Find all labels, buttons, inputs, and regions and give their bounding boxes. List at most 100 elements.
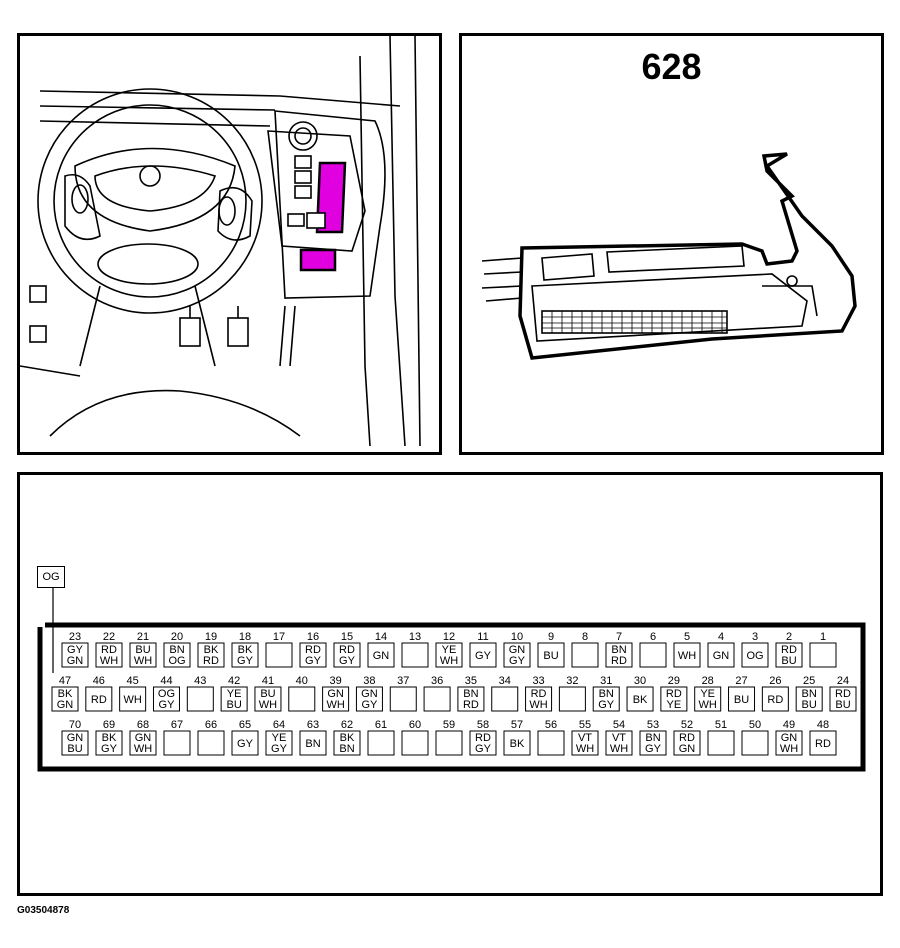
wire-color: WH: [610, 743, 628, 755]
pin-cell: [254, 686, 282, 712]
wire-color: RD: [203, 655, 219, 667]
wire-color: GN: [57, 699, 74, 711]
wire-color: RD: [531, 688, 547, 700]
pin-number: 18: [239, 631, 251, 643]
wire-color: BK: [102, 732, 117, 744]
wire-color: GN: [67, 655, 84, 667]
wire-color: RD: [463, 699, 479, 711]
pin-cell: [592, 686, 620, 712]
pin-cell: [61, 730, 89, 756]
wire-color: RD: [767, 694, 783, 706]
pin-number: 48: [817, 719, 829, 731]
pin-cell: [95, 730, 123, 756]
wire-color: OG: [746, 650, 763, 662]
wire-color: BU: [835, 699, 850, 711]
wire-color: GY: [237, 738, 254, 750]
wire-color: BK: [510, 738, 525, 750]
wire-color: BU: [781, 655, 796, 667]
pin-cell: [265, 642, 293, 668]
wire-color: RD: [679, 732, 695, 744]
pin-number: 27: [735, 675, 747, 687]
pin-8: 8: [571, 631, 599, 668]
pin-cell: [571, 730, 599, 756]
pin-cell: [741, 642, 769, 668]
pin-number: 19: [205, 631, 217, 643]
pin-number: 61: [375, 719, 387, 731]
pin-number: 55: [579, 719, 591, 731]
wire-color: GY: [509, 655, 526, 667]
pin-13: 13: [401, 631, 429, 668]
pin-cell: [775, 642, 803, 668]
pin-cell: [829, 686, 857, 712]
pin-51: 51: [707, 719, 735, 756]
pin-number: 53: [647, 719, 659, 731]
wire-color: GY: [339, 655, 356, 667]
location-view: [17, 33, 442, 455]
wire-color: WH: [259, 699, 277, 711]
wire-color: GY: [645, 743, 662, 755]
pin-number: 44: [160, 675, 172, 687]
pin-cell: [775, 730, 803, 756]
pin-number: 22: [103, 631, 115, 643]
pin-cell: [503, 730, 531, 756]
pin-number: 70: [69, 719, 81, 731]
pin-cell: [626, 686, 654, 712]
pin-cell: [129, 642, 157, 668]
pin-cell: [761, 686, 789, 712]
pin-number: 32: [566, 675, 578, 687]
pin-number: 43: [194, 675, 206, 687]
wire-color: GN: [327, 688, 344, 700]
pin-number: 28: [702, 675, 714, 687]
pin-cell: [333, 730, 361, 756]
pin-number: 20: [171, 631, 183, 643]
connector-id: 628: [641, 46, 702, 87]
pin-number: 56: [545, 719, 557, 731]
wire-color: GY: [361, 699, 378, 711]
pin-number: 8: [582, 631, 588, 643]
pin-number: 1: [820, 631, 826, 643]
wire-color: BK: [238, 644, 253, 656]
wire-color: RD: [815, 738, 831, 750]
pin-number: 47: [59, 675, 71, 687]
wire-color: RD: [835, 688, 851, 700]
wire-color: BN: [599, 688, 614, 700]
wire-color: RD: [91, 694, 107, 706]
pin-34: 34: [491, 675, 519, 712]
pin-cell: [85, 686, 113, 712]
pin-number: 10: [511, 631, 523, 643]
pin-cell: [119, 686, 147, 712]
pin-number: 7: [616, 631, 622, 643]
wire-color: BK: [58, 688, 73, 700]
wire-color: BN: [645, 732, 660, 744]
pin-1: 1: [809, 631, 837, 668]
pin-cell: [660, 686, 688, 712]
pin-36: 36: [423, 675, 451, 712]
pin-cell: [741, 730, 769, 756]
wire-color: GN: [373, 650, 390, 662]
pin-number: 49: [783, 719, 795, 731]
wire-color: BU: [135, 644, 150, 656]
pin-cell: [491, 686, 519, 712]
pin-number: 36: [431, 675, 443, 687]
pin-cell: [355, 686, 383, 712]
pin-number: 64: [273, 719, 285, 731]
wire-color: GN: [67, 732, 84, 744]
pin-67: 67: [163, 719, 191, 756]
pin-cell: [639, 642, 667, 668]
pin-number: 42: [228, 675, 240, 687]
pin-number: 16: [307, 631, 319, 643]
wire-color: BU: [734, 694, 749, 706]
pin-number: 67: [171, 719, 183, 731]
pin-number: 60: [409, 719, 421, 731]
